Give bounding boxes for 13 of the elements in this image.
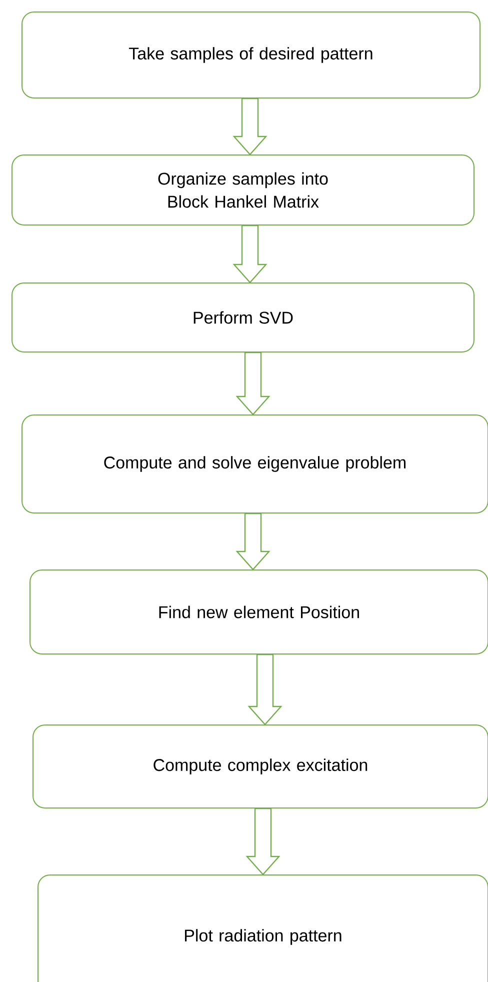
block-arrow: [236, 352, 270, 416]
process-box: Take samples of desired pattern: [22, 12, 480, 98]
block-arrow: [236, 512, 270, 570]
process-box: Compute complex excitation: [32, 724, 488, 808]
block-arrow: [246, 808, 280, 876]
block-arrow: [248, 654, 282, 726]
process-box: Plot radiation pattern: [38, 874, 488, 982]
block-arrow: [232, 98, 268, 156]
process-box: Perform SVD: [12, 282, 474, 352]
process-box: Organize samples into Block Hankel Matrix: [12, 154, 474, 226]
block-arrow: [232, 224, 268, 284]
process-box: Compute and solve eigenvalue problem: [22, 414, 488, 514]
process-box: Find new element Position: [30, 570, 488, 654]
